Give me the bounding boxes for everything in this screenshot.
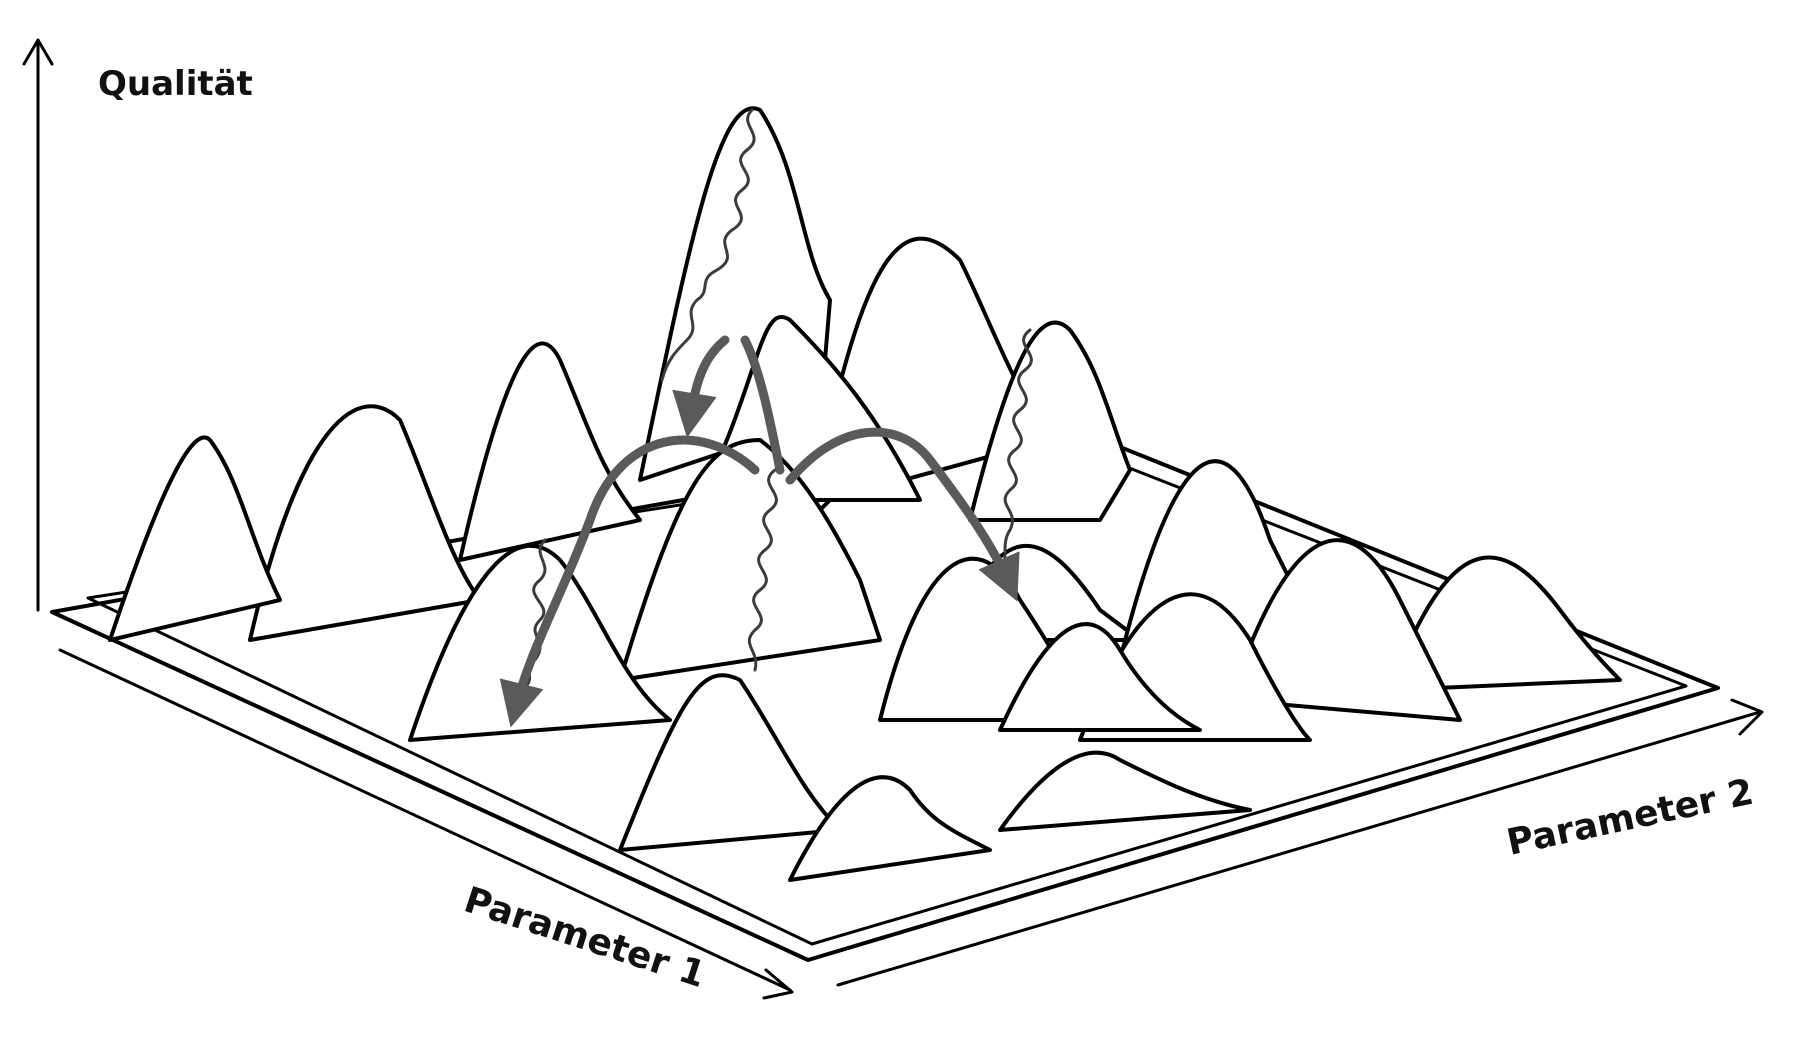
quality-axis-label: Qualität xyxy=(98,64,253,104)
walk-path xyxy=(660,108,756,382)
peak xyxy=(1388,555,1622,692)
walk-path xyxy=(998,328,1033,572)
jump-arrow xyxy=(740,335,785,475)
parameter-2-label: Parameter 2 xyxy=(1503,772,1757,864)
peak xyxy=(968,320,1132,522)
peak xyxy=(998,622,1202,732)
peak xyxy=(618,438,882,682)
peak xyxy=(998,750,1252,832)
peak xyxy=(1228,538,1462,722)
landscape-peaks xyxy=(108,106,1622,882)
peak xyxy=(458,341,642,562)
jump-arrows xyxy=(499,335,1020,728)
parameter-1-axis xyxy=(58,648,794,1000)
peak xyxy=(108,435,282,642)
jump-arrow xyxy=(672,335,730,438)
quality-axis xyxy=(22,38,54,612)
peak xyxy=(618,673,842,852)
jump-arrow xyxy=(785,427,1020,602)
parameter-2-axis xyxy=(836,698,1764,987)
peak xyxy=(788,775,992,882)
jump-arrow xyxy=(499,435,760,728)
peak xyxy=(248,404,482,642)
walk-path xyxy=(747,468,778,672)
